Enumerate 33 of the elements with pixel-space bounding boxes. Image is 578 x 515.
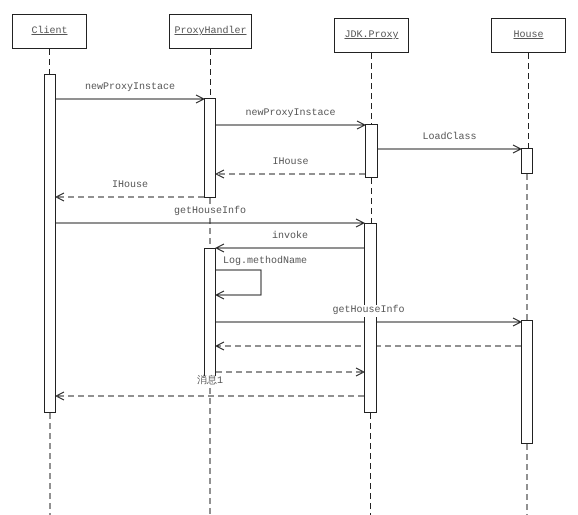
object-box: JDK.Proxy — [334, 18, 409, 53]
message-arrow — [216, 318, 522, 326]
edge-label: getHouseInfo — [173, 206, 248, 218]
lifeline — [370, 412, 371, 515]
message-arrow — [378, 144, 522, 154]
activation-bar — [365, 124, 378, 178]
self-call-arrow — [216, 270, 262, 300]
lifeline — [526, 174, 528, 320]
lifeline — [526, 444, 528, 515]
edge-label: newProxyInstace — [244, 108, 337, 120]
object-box: House — [491, 18, 566, 53]
lifeline — [371, 178, 372, 224]
message-arrow — [216, 244, 364, 252]
activation-bar — [521, 320, 533, 444]
return-arrow — [216, 342, 522, 350]
lifeline — [371, 52, 372, 124]
return-arrow — [216, 368, 364, 376]
return-arrow — [56, 392, 364, 400]
return-arrow — [56, 192, 204, 202]
lifeline — [528, 52, 529, 148]
object-box: ProxyHandler — [169, 14, 252, 49]
edge-label: newProxyInstace — [84, 82, 176, 94]
activation-bar — [204, 98, 216, 198]
message-arrow — [216, 120, 366, 130]
edge-label: Log.methodName — [222, 256, 308, 268]
message-arrow — [56, 94, 204, 104]
activation-bar — [521, 148, 533, 174]
activation-bar — [44, 74, 56, 413]
message-arrow — [56, 218, 364, 228]
object-box: Client — [12, 14, 87, 49]
edge-label: getHouseInfo — [332, 305, 406, 317]
return-arrow — [216, 170, 366, 178]
lifeline — [49, 48, 50, 74]
